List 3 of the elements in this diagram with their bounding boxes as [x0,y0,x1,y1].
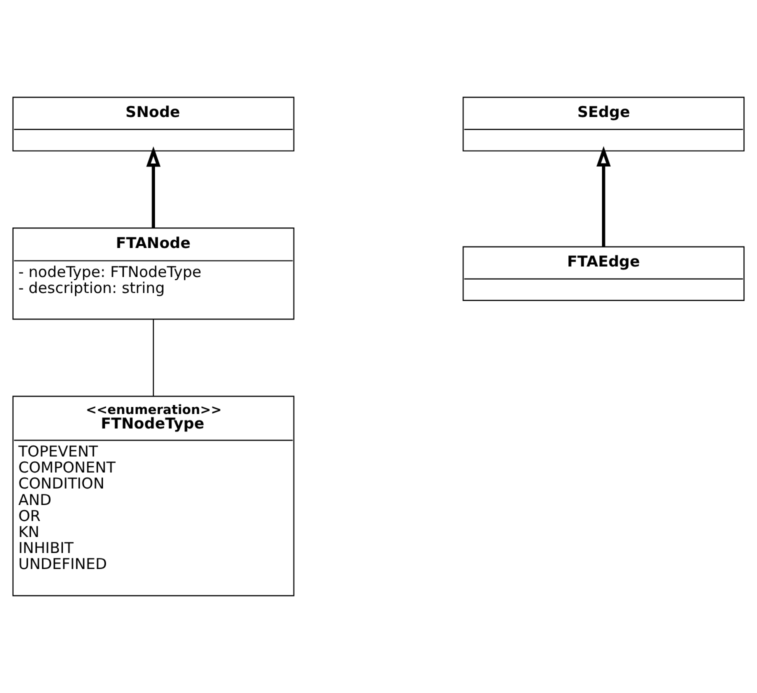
arrow [146,146,161,228]
connector [152,319,154,396]
arrow [596,146,611,247]
